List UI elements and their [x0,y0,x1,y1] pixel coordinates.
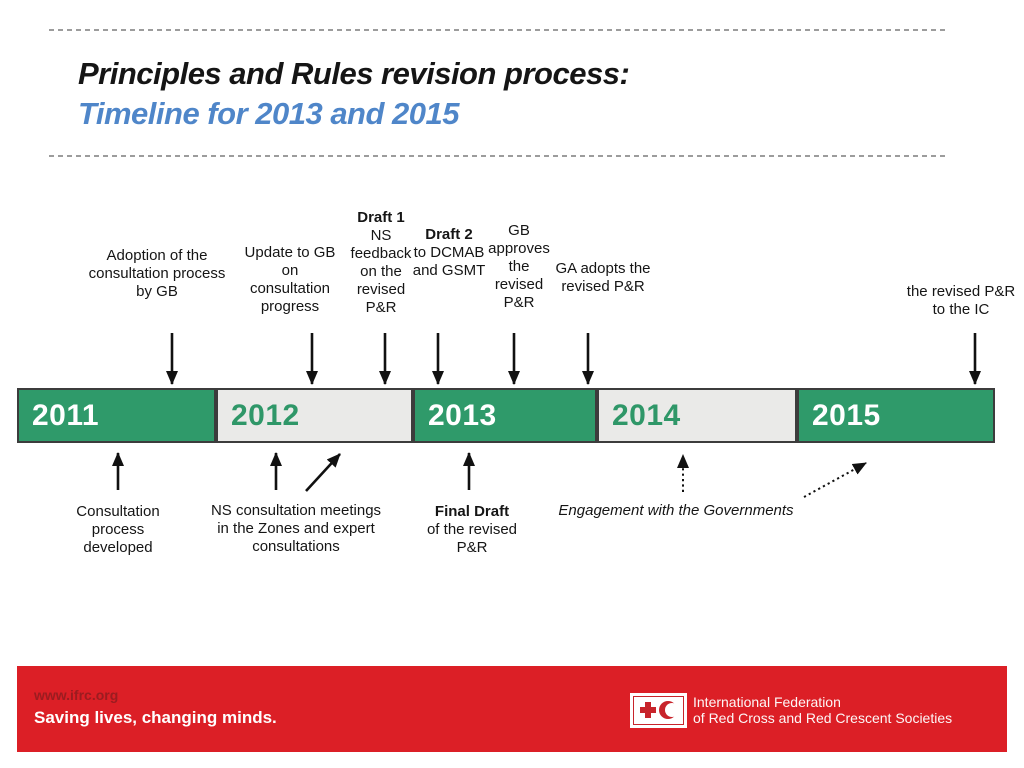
event-label-consultation-process: Consultation process developed [58,503,178,557]
timeline-year-2011: 2011 [17,388,216,443]
event-label-text: NS feedback on the revised P&R [350,227,412,316]
event-label-revised-pr-to-ic: the revised P&R to the IC [896,283,1024,319]
event-label-ga-adopts: GA adopts the revised P&R [543,260,663,296]
slide-title: Principles and Rules revision process: [78,56,630,91]
org-name: International Federation of Red Cross an… [693,694,953,726]
tagline: Saving lives, changing minds. [34,708,277,727]
timeline-year-2013: 2013 [413,388,597,443]
event-label-heading: Draft 1 [357,209,405,226]
diagonal-up-arrow [305,453,341,492]
dotted-diagonal-arrow [803,462,867,498]
event-label-text: the revised P&R to the IC [906,283,1016,318]
event-label-text: Consultation process developed [76,503,160,556]
event-label-text: Update to GB on consultation progress [244,244,336,315]
event-label-text: of the revised P&R [426,521,518,556]
org-name-line2: of Red Cross and Red Crescent Societies [693,709,953,726]
timeline-year-2014: 2014 [597,388,797,443]
slide-subtitle: Timeline for 2013 and 2015 [78,96,460,131]
event-label-draft1: Draft 1 NS feedback on the revised P&R [336,209,426,317]
event-label-text: GA adopts the revised P&R [555,260,651,295]
footer-banner: www.ifrc.org Saving lives, changing mind… [17,666,1007,752]
event-label-text: to DCMAB and GSMT [412,244,486,279]
logo-border [633,696,684,725]
red-crescent-icon [659,701,679,719]
event-label-text: Adoption of the consultation process by … [88,247,226,300]
timeline-year-2015: 2015 [797,388,995,443]
event-label-text: GB approves the revised P&R [488,222,550,311]
event-label-heading: Final Draft [434,503,510,520]
event-label-text: NS consultation meetings in the Zones an… [210,502,382,555]
timeline-year-2012: 2012 [216,388,413,443]
red-cross-icon [640,702,656,718]
event-label-final-draft: Final Draft of the revised P&R [407,503,537,557]
event-label-heading: Draft 2 [425,226,473,243]
org-name-line1: International Federation [693,694,841,710]
event-label-engagement-governments: Engagement with the Governments [541,502,811,520]
header-dashed-divider-top [49,29,948,31]
event-label-adoption-gb: Adoption of the consultation process by … [77,247,237,301]
event-label-update-gb: Update to GB on consultation progress [230,244,350,316]
event-label-draft2: Draft 2 to DCMAB and GSMT [399,226,499,280]
event-label-text: Engagement with the Governments [558,502,794,519]
event-label-ns-consultation-meetings: NS consultation meetings in the Zones an… [191,502,401,556]
ifrc-logo [630,693,687,728]
slide-title-block: Principles and Rules revision process: T… [78,54,630,134]
event-label-gb-approves: GB approves the revised P&R [474,222,564,312]
website-url: www.ifrc.org [34,687,119,703]
header-dashed-divider-bottom [49,155,948,157]
